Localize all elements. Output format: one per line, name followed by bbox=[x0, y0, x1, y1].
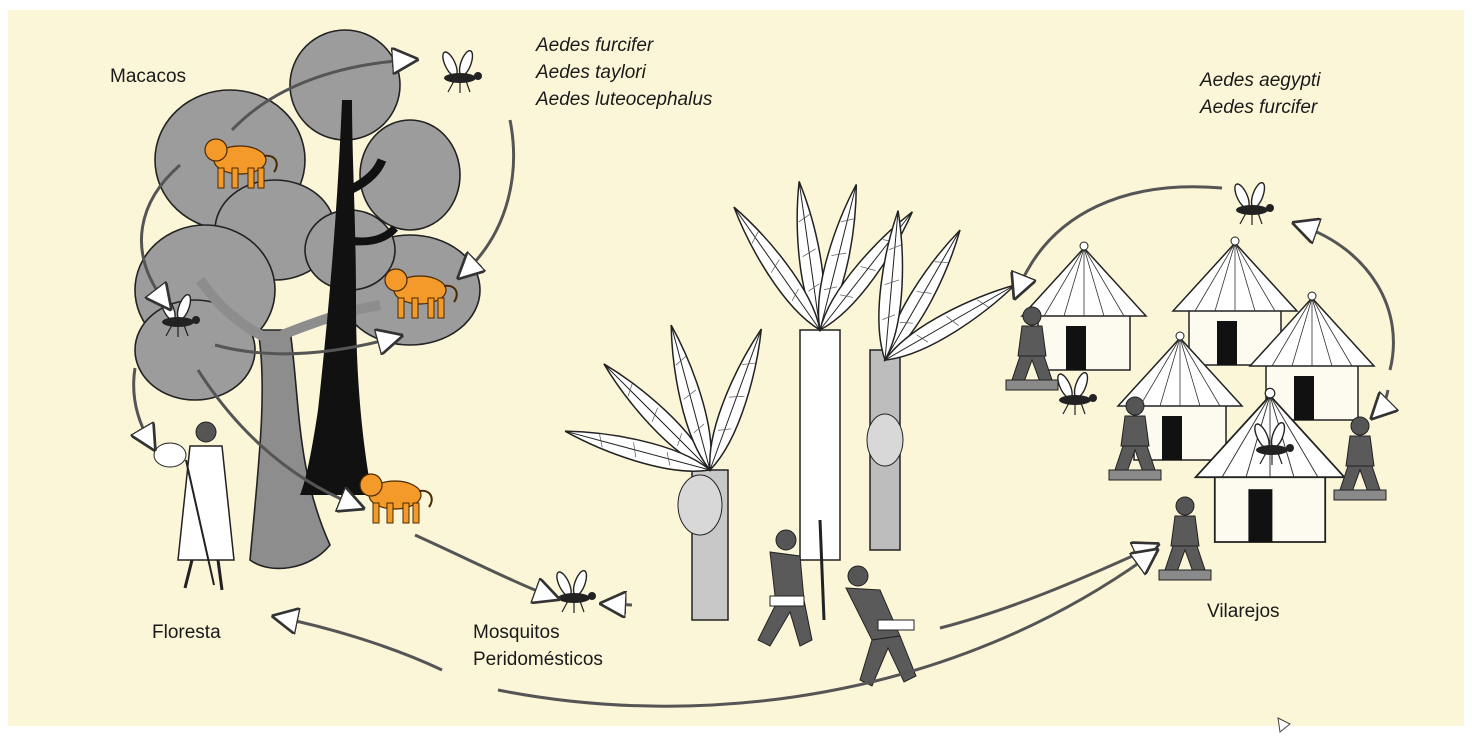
villages-label: Vilarejos bbox=[1207, 601, 1280, 622]
forest-species-1: Aedes furcifer bbox=[535, 35, 654, 56]
village-species-1: Aedes aegypti bbox=[1199, 70, 1321, 91]
forest-species-3: Aedes luteocephalus bbox=[535, 89, 713, 110]
village-species-2: Aedes furcifer bbox=[1199, 97, 1318, 118]
forest-species-2: Aedes taylori bbox=[535, 62, 647, 83]
forest-label: Floresta bbox=[152, 622, 221, 643]
domestic-mosquitoes-label-line2: Peridomésticos bbox=[473, 649, 603, 670]
monkeys-label: Macacos bbox=[110, 66, 186, 87]
domestic-mosquitoes-label-line1: Mosquitos bbox=[473, 622, 560, 643]
